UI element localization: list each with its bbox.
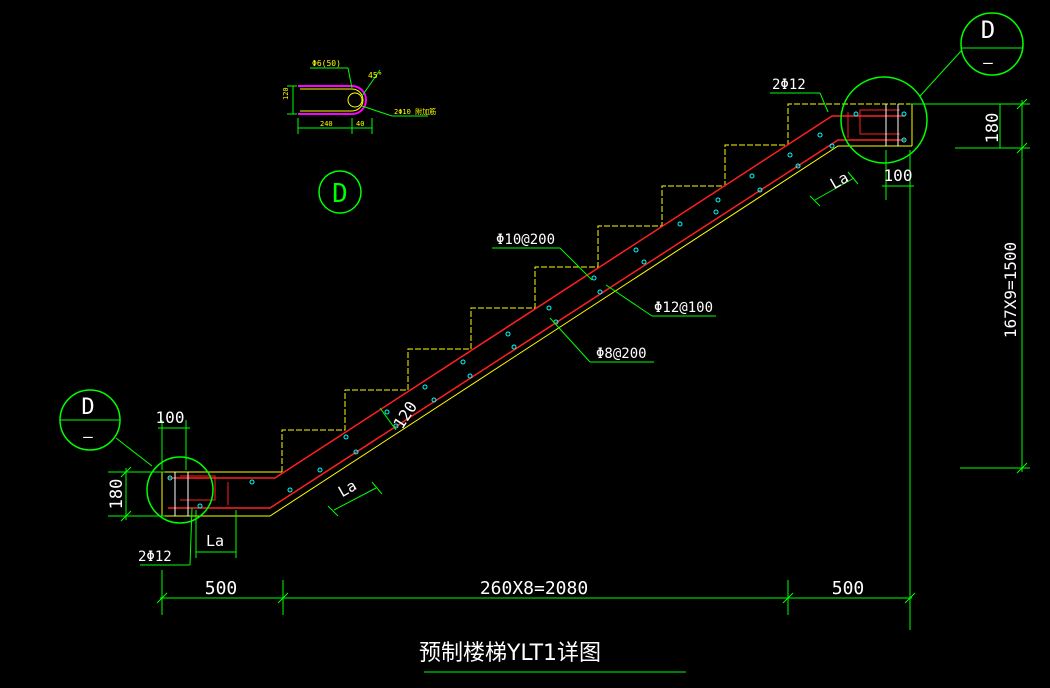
left-callout-letter: D bbox=[81, 395, 94, 420]
label-rebar-bottom: 2Φ12 bbox=[138, 549, 172, 565]
rebar-lines bbox=[168, 104, 905, 516]
top-callout-letter: D bbox=[981, 16, 995, 44]
detail-label-top: Φ6(50) bbox=[312, 59, 341, 68]
label-tie-bar: Φ8@200 bbox=[596, 346, 647, 362]
left-callout-sub: – bbox=[83, 427, 93, 446]
detail-dim-bottom-b: 40 bbox=[356, 120, 364, 128]
dim-bottom-cover: 100 bbox=[156, 408, 185, 427]
detail-d-letter: D bbox=[332, 179, 348, 209]
dim-left-span: 500 bbox=[205, 578, 238, 599]
right-dimension bbox=[910, 98, 1030, 474]
detail-d-marker: D bbox=[318, 170, 362, 214]
top-callout-sub: – bbox=[983, 53, 993, 72]
bar-dots bbox=[167, 111, 907, 509]
left-dimension bbox=[108, 466, 165, 522]
leader-lines bbox=[140, 92, 859, 566]
label-anchor-bottom: La bbox=[206, 532, 224, 550]
label-anchor-mid: La bbox=[335, 476, 360, 501]
detail-label-bar: 2Φ10 附加筋 bbox=[394, 107, 436, 116]
dim-right-span: 500 bbox=[832, 578, 865, 599]
detail-dim-bottom-a: 240 bbox=[320, 120, 333, 128]
stair-outline bbox=[161, 103, 913, 517]
label-dist-bar: Φ10@200 bbox=[496, 232, 555, 248]
label-anchor-top: La bbox=[827, 168, 852, 193]
drawing-title: 预制楼梯YLT1详图 bbox=[419, 641, 601, 666]
detail-dim-left: 120 bbox=[282, 87, 290, 100]
cover-dims bbox=[158, 150, 914, 630]
dim-bottom-thickness: 180 bbox=[107, 479, 127, 510]
dim-top-cover: 100 bbox=[884, 166, 913, 185]
left-callout: D – bbox=[59, 389, 214, 524]
detail-label-angle: 45° bbox=[368, 71, 382, 80]
dim-height: 167X9=1500 bbox=[1001, 242, 1020, 338]
top-callout: D – bbox=[840, 12, 1024, 164]
label-main-bar: Φ12@100 bbox=[654, 300, 713, 316]
detail-d-sketch: Φ6(50) 45° 2Φ10 附加筋 120 240 40 bbox=[282, 59, 436, 134]
dim-middle-span: 260X8=2080 bbox=[480, 578, 588, 599]
dim-top-thickness: 180 bbox=[983, 113, 1003, 144]
label-rebar-top: 2Φ12 bbox=[772, 77, 806, 93]
